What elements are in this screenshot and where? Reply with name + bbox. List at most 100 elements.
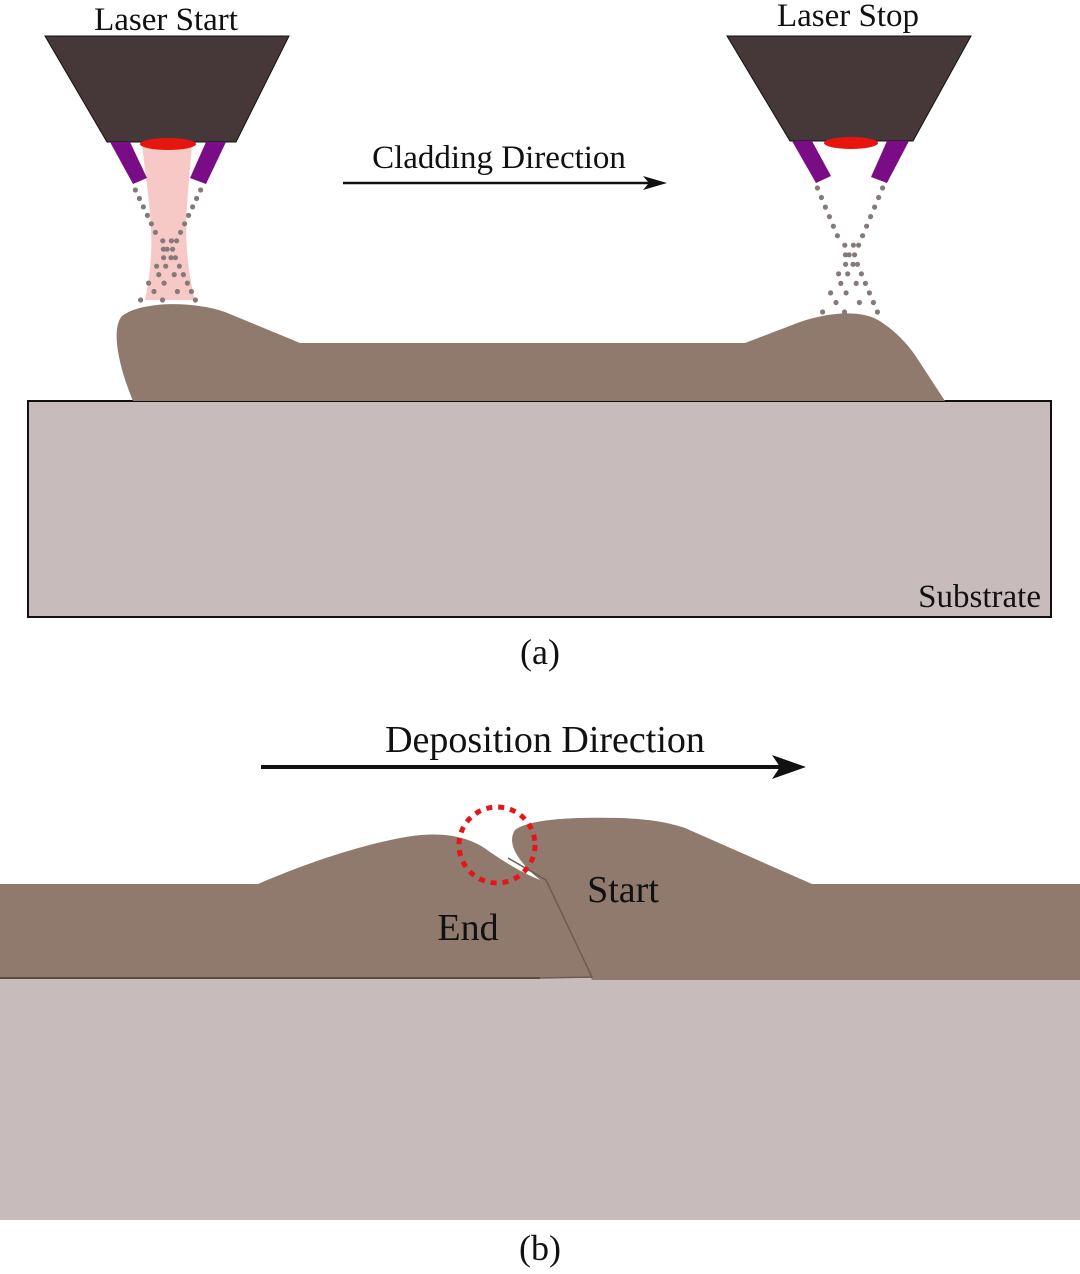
powder-particle (132, 187, 138, 193)
laser-spot (824, 137, 878, 149)
powder-particle (184, 280, 190, 286)
powder-particle (161, 255, 167, 261)
powder-particle (174, 238, 180, 244)
laser-start-label: Laser Start (94, 2, 238, 38)
caption-b: (b) (519, 1228, 561, 1268)
powder-particle (152, 229, 158, 235)
powder-particle (853, 280, 859, 286)
powder-particle (868, 214, 874, 220)
powder-particle (164, 246, 170, 252)
caption-a: (a) (520, 632, 560, 672)
laser-stop-nozzle (726, 35, 972, 315)
powder-particle (148, 221, 154, 227)
powder-particle (198, 187, 204, 193)
laser-stop-label: Laser Stop (777, 0, 919, 34)
powder-particle (836, 271, 842, 277)
powder-particle (828, 290, 834, 296)
powder-particle (843, 290, 849, 296)
powder-particle (842, 252, 849, 258)
substrate-region (0, 978, 1080, 1220)
powder-particle (822, 204, 829, 210)
powder-particle (850, 261, 856, 267)
powder-particle (140, 204, 146, 210)
start-bead (512, 817, 1080, 980)
powder-particle (880, 185, 886, 191)
defect-highlight-circle (456, 804, 538, 886)
powder-particle (820, 309, 826, 315)
powder-feed-left (110, 142, 147, 184)
powder-particle (194, 195, 200, 202)
powder-particle (160, 238, 166, 244)
powder-particle (178, 229, 184, 235)
end-bead (0, 834, 592, 978)
powder-feed-right (190, 142, 226, 184)
powder-particle (180, 272, 186, 278)
powder-particle (186, 212, 192, 218)
start-label: Start (587, 869, 659, 911)
deposition-direction-label: Deposition Direction (385, 719, 705, 761)
nozzle-body (726, 35, 972, 142)
powder-particle (814, 185, 821, 191)
powder-particle (874, 309, 881, 315)
powder-particle (136, 195, 142, 202)
powder-particle (168, 255, 174, 261)
powder-particle (834, 233, 841, 239)
powder-particle (168, 238, 174, 244)
powder-particle (146, 280, 152, 286)
powder-particle (188, 288, 194, 295)
powder-particle (856, 299, 863, 306)
powder-particle (160, 246, 166, 252)
powder-particle (156, 272, 162, 278)
laser-start-nozzle (44, 35, 290, 303)
powder-particle (876, 194, 882, 201)
powder-particle (841, 309, 848, 315)
cladding-direction-label: Cladding Direction (372, 140, 626, 176)
powder-particle (190, 204, 196, 210)
powder-particle (154, 263, 160, 269)
powder-particle (850, 242, 857, 248)
powder-feed-right (871, 141, 909, 183)
powder-particle (192, 297, 198, 303)
powder-stream (814, 185, 886, 315)
powder-particle (138, 297, 144, 303)
substrate-block (27, 400, 1052, 618)
panel-a: Laser Start Laser Stop Cladding Directio… (27, 0, 1052, 672)
powder-particle (830, 223, 837, 229)
powder-particle (856, 242, 862, 248)
powder-particle (159, 297, 166, 303)
powder-particle (838, 280, 844, 286)
powder-particle (860, 233, 866, 239)
powder-particle (864, 223, 870, 229)
substrate-label: Substrate (918, 579, 1041, 615)
laser-beam (142, 144, 195, 300)
powder-particle (151, 288, 157, 295)
powder-particle (170, 246, 176, 252)
powder-particle (872, 204, 878, 210)
powder-particle (866, 290, 873, 296)
powder-particle (870, 299, 877, 306)
powder-particle (852, 252, 858, 258)
laser-spot (140, 138, 196, 150)
powder-particle (845, 271, 851, 277)
powder-particle (176, 263, 182, 269)
powder-particle (826, 214, 833, 220)
end-label: End (437, 907, 498, 949)
powder-particle (862, 280, 869, 286)
powder-particle (144, 212, 150, 218)
panel-b: End Start Deposition Direction (b) (0, 719, 1080, 1268)
powder-particle (161, 280, 167, 286)
clad-bead (116, 304, 945, 401)
powder-particle (854, 261, 861, 267)
powder-stream (132, 187, 204, 303)
powder-particle (163, 263, 169, 269)
nozzle-body (44, 35, 290, 143)
cladding-direction-arrow (343, 176, 667, 190)
powder-particle (842, 242, 848, 248)
powder-particle (818, 194, 825, 201)
powder-particle (171, 272, 177, 278)
powder-particle (846, 252, 852, 258)
powder-particle (182, 221, 188, 227)
powder-feed-left (792, 141, 831, 183)
powder-particle (174, 288, 180, 295)
